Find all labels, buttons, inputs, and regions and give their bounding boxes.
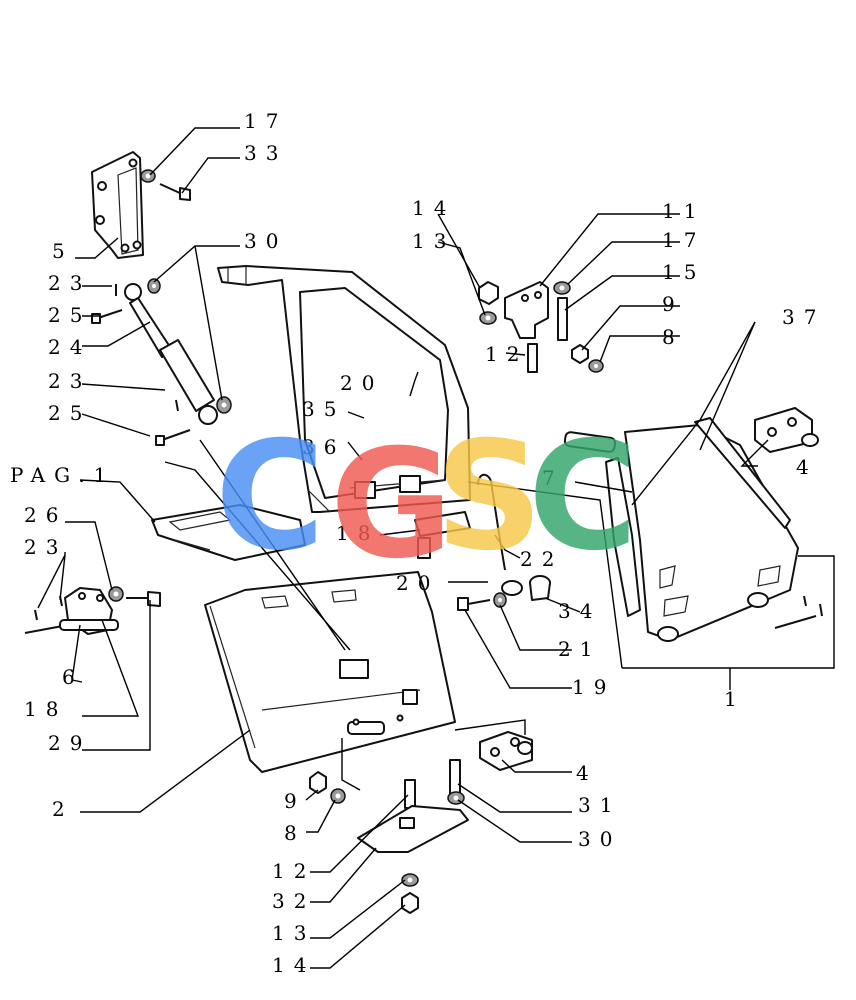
callout-32: 32 — [272, 889, 315, 913]
callout-21: 21 — [558, 637, 601, 661]
callout-8-lower: 8 — [284, 821, 306, 845]
callout-23-lower: 23 — [24, 535, 67, 559]
part-bolt-19-washer-21 — [457, 592, 507, 611]
part-stud-12-top — [527, 343, 538, 373]
watermark-letter-c2: C — [528, 410, 638, 584]
callout-19: 19 — [572, 675, 615, 699]
callout-31: 31 — [578, 793, 621, 817]
callout-37: 37 — [782, 305, 825, 329]
part-pins-right — [774, 595, 823, 629]
callout-20-upper: 20 — [340, 371, 383, 395]
watermark-letter-g: G — [330, 418, 453, 592]
callout-26: 26 — [24, 503, 67, 527]
callout-18-center: 18 — [336, 521, 379, 545]
callout-labels: 17 33 5 30 23 25 24 23 25 14 13 11 17 15… — [10, 109, 825, 977]
watermark-letter-s: S — [435, 410, 543, 584]
callout-4-lower: 4 — [576, 761, 598, 785]
callout-5: 5 — [52, 239, 74, 263]
callout-17-right: 17 — [662, 228, 705, 252]
callout-24: 24 — [48, 335, 91, 359]
callout-23-upper: 23 — [48, 271, 91, 295]
callout-12-lower: 12 — [272, 859, 315, 883]
callout-20-lower: 20 — [396, 571, 439, 595]
part-cable-22 — [477, 473, 523, 596]
callout-30-lower: 30 — [578, 827, 621, 851]
cgsc-watermark: C G S C — [215, 410, 638, 592]
part-bolt-left-29 — [126, 591, 161, 607]
callout-23-mid: 23 — [48, 369, 91, 393]
callout-6: 6 — [62, 665, 84, 689]
part-bushing-34 — [529, 575, 551, 601]
part-nut-washer-9-8-lower — [309, 771, 346, 804]
callout-36: 36 — [302, 435, 345, 459]
callout-25-mid: 25 — [48, 401, 91, 425]
callout-8-top: 8 — [662, 325, 684, 349]
part-latch-plate-32 — [357, 805, 469, 853]
part-bolt-31-washer-30 — [447, 759, 465, 805]
page-reference-pag1: PAG.1 — [10, 463, 115, 487]
part-hood-frame-upper — [217, 265, 471, 513]
callout-1: 1 — [724, 687, 746, 711]
part-washer-17-bolt-15 — [553, 281, 571, 341]
leader-lines — [37, 127, 835, 969]
callout-11: 11 — [662, 199, 705, 223]
callout-15: 15 — [662, 260, 705, 284]
part-stud-12-lower — [404, 779, 416, 809]
part-hinge-bracket-top-left — [91, 151, 144, 259]
part-washers-30-upper — [147, 278, 232, 414]
callout-9-lower: 9 — [284, 789, 306, 813]
part-side-panel-right — [563, 417, 799, 642]
callout-4-right: 4 — [796, 455, 818, 479]
callout-25-upper: 25 — [48, 303, 91, 327]
callout-29: 29 — [48, 731, 91, 755]
callout-2: 2 — [52, 797, 74, 821]
part-latch-4-lower — [479, 731, 533, 771]
part-washer-26 — [108, 586, 124, 602]
callout-30-upper: 30 — [244, 229, 287, 253]
callout-13-lower: 13 — [272, 921, 315, 945]
callout-13-top: 13 — [412, 229, 455, 253]
callout-12-top: 12 — [485, 342, 528, 366]
callout-9-top: 9 — [662, 292, 684, 316]
part-hood-panel-2 — [204, 571, 456, 773]
part-floor-plate-pag1 — [151, 504, 306, 561]
callout-33: 33 — [244, 141, 287, 165]
part-pins-23-25 — [91, 284, 191, 446]
watermark-letter-c1: C — [215, 410, 325, 584]
part-nut-washer-14-13-top — [478, 281, 499, 325]
part-latch-4-right — [754, 407, 819, 453]
part-bolt-33 — [159, 183, 191, 201]
callout-22: 22 — [520, 547, 563, 571]
callout-14-lower: 14 — [272, 953, 315, 977]
part-latch-bracket-11 — [504, 281, 549, 339]
callout-34: 34 — [558, 599, 601, 623]
part-gas-strut-24 — [124, 283, 218, 425]
part-nut-washer-9-8-top — [571, 344, 604, 373]
callout-17-top-left: 17 — [244, 109, 287, 133]
callout-7: 7 — [542, 466, 564, 490]
callout-14-top: 14 — [412, 196, 455, 220]
callout-18-left: 18 — [24, 697, 67, 721]
callout-35: 35 — [302, 397, 345, 421]
